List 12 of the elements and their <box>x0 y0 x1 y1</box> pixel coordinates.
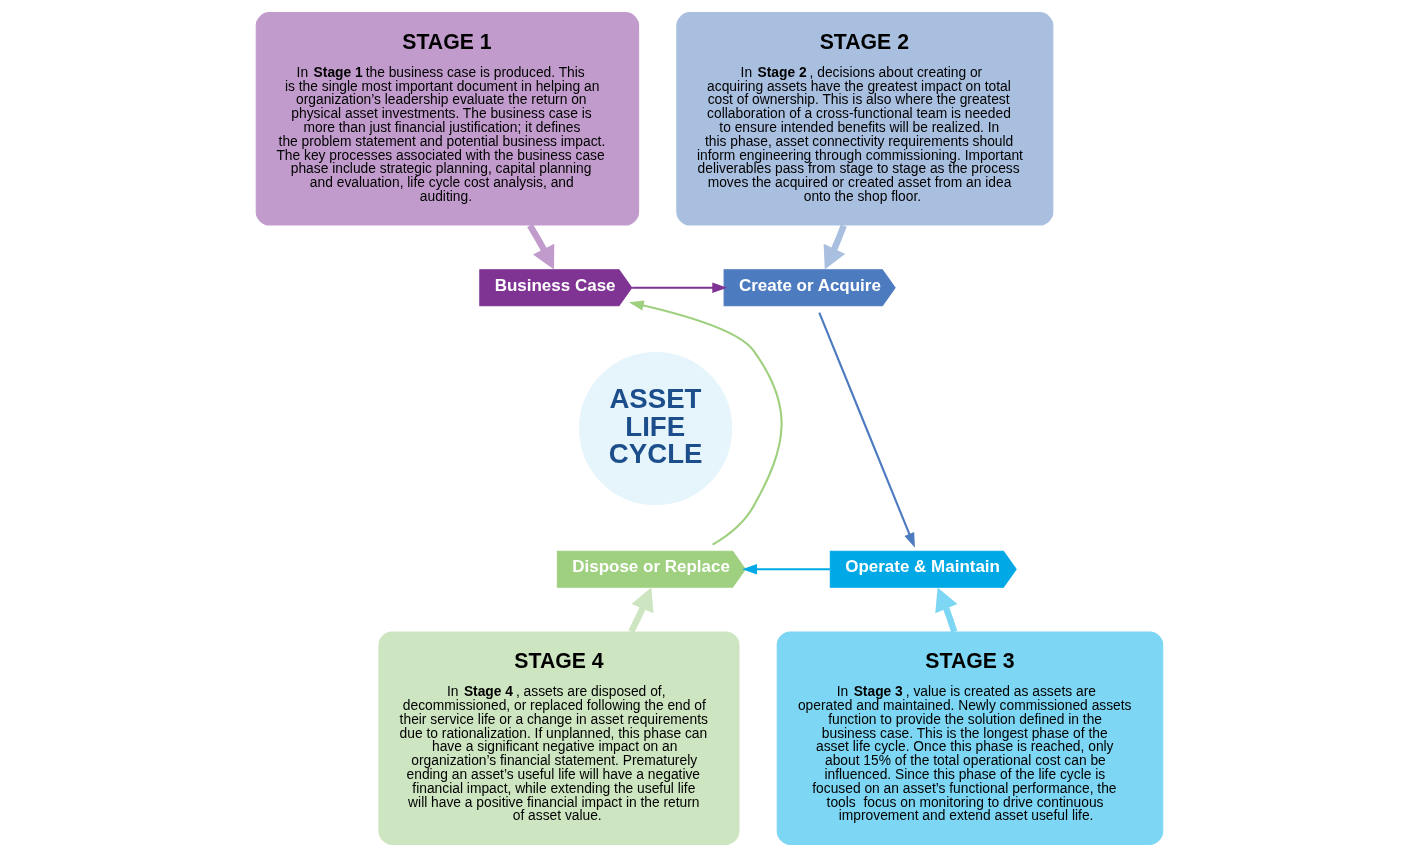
arrow <box>817 312 915 548</box>
arrow <box>934 587 957 633</box>
node-box: STAGE 4 In Stage 4, assets are disposed of, decommissioned, or replaced following the end of their service life or a change in asset requirements due to rationalization. If unplanned, this phase can have a significant negative impact on an organization’s financial statement. Prematurely ending an asset’s useful life will have a negative financial impact, while extending the useful life will have a positive financial impact in the return of asset value. <box>377 631 739 845</box>
arrow <box>628 300 783 546</box>
arrow <box>526 223 554 270</box>
node-box: STAGE 1 In Stage 1 the business case is produced. This is the single most important document in helping an organization’s leadership evaluate the return on physical asset investments. The business case is more than just financial justification; it defines the problem statement and potential business impact. The key processes associated with the business case phase include strategic planning, capital planning and evaluation, life cycle cost analysis, and auditing. <box>255 12 639 226</box>
node-box: STAGE 3 In Stage 3, value is created as assets are operated and maintained. Newly commissioned assets function to provide the solution defined in the business case. This is the longest phase of the asset life cycle. Once this phase is reached, only about 15% of the total operational cost can be influenced. Since this phase of the life cycle is focused on an asset’s functional performance, the tools focus on monitoring to drive continuous improvement and extend asset useful life. <box>776 631 1163 845</box>
node-box: STAGE 2 In Stage 2, decisions about creating or acquiring assets have the greatest impact on total cost of ownership. This is also where the greatest collaboration of a cross-functional team is needed to ensure intended benefits will be realized. In this phase, asset connectivity requirements should inform engineering through commissioning. Important deliverables pass from stage to stage as the process moves the acquired or created asset from an idea onto the shop floor. <box>675 12 1053 226</box>
arrow <box>823 224 847 270</box>
arrow <box>631 282 727 293</box>
arrow <box>627 587 654 634</box>
arrow <box>741 564 830 575</box>
